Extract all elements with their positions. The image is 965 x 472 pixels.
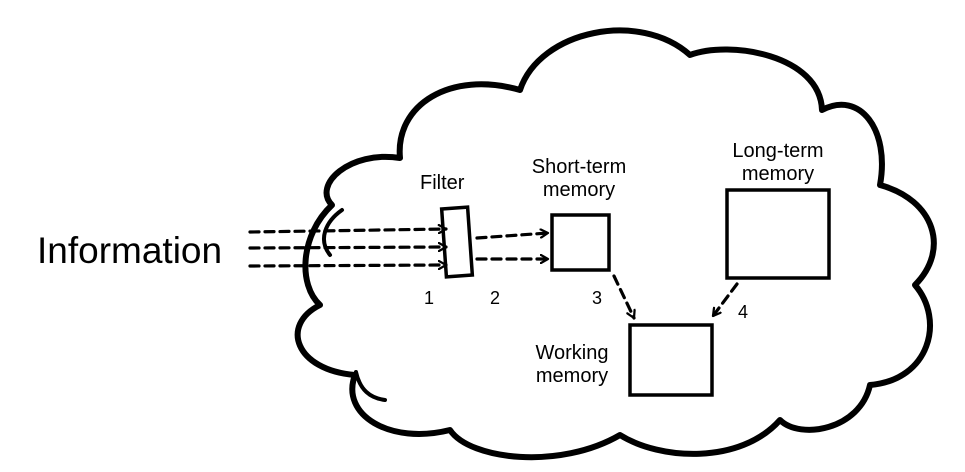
filter-to-stm-arrows [475,233,550,259]
information-label: Information [37,230,223,271]
long-term-memory-label: Long-term memory [715,140,841,186]
short-term-line-1: Short-term [531,156,627,178]
working-memory-label: Working memory [522,342,622,388]
step-3-label: 3 [592,288,603,308]
step-1-label: 1 [424,288,435,308]
filter-label: Filter [420,172,465,194]
working-line-1: Working [535,342,609,364]
info-arrow-2 [248,247,448,248]
short-term-memory-box [550,213,611,272]
working-memory-box [628,323,714,397]
stm-arrow-1 [475,233,550,240]
short-term-line-2: memory [542,179,616,201]
cloud-curl-bottom [354,370,387,402]
long-term-line-2: memory [741,163,815,185]
info-arrow-3 [248,265,448,266]
information-arrows [248,229,448,266]
cloud-outline [294,27,937,461]
stm-to-working-arrow [612,274,634,320]
info-arrow-1 [248,229,448,232]
long-term-line-1: Long-term [732,140,824,162]
long-term-memory-box [725,188,831,280]
step-4-label: 4 [738,302,749,322]
ltm-to-working-arrow [711,282,739,318]
short-term-memory-label: Short-term memory [518,156,640,202]
working-line-2: memory [535,365,609,387]
step-2-label: 2 [490,288,501,308]
